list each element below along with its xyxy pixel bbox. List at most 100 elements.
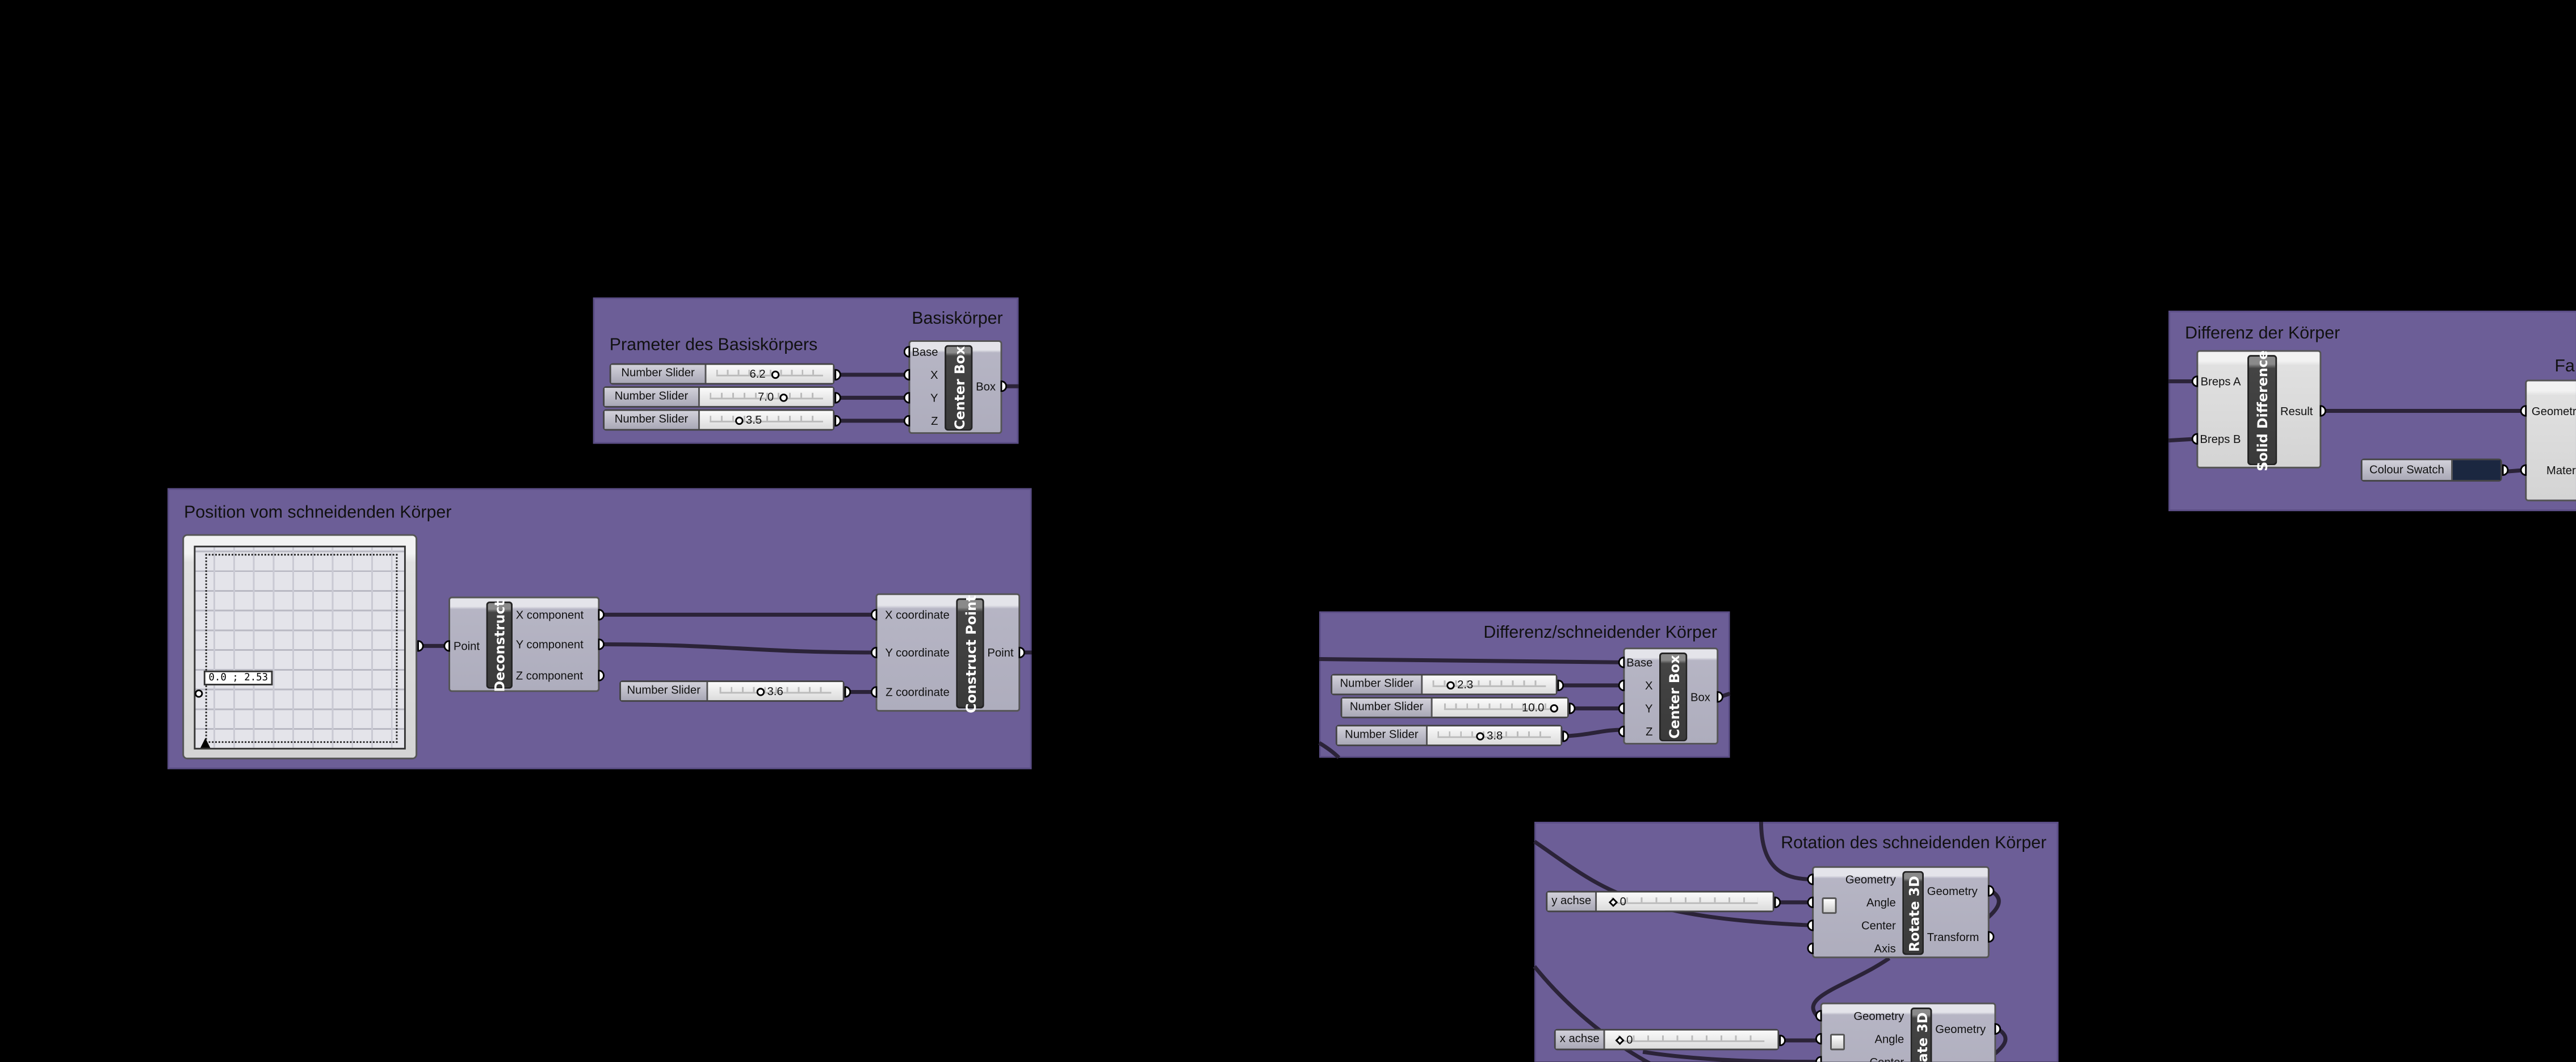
slider-track[interactable]: 0 [1605,1030,1778,1049]
input-port[interactable] [903,346,911,358]
component-name-bar[interactable]: Solid Difference [2247,350,2277,470]
md-slider-point[interactable] [194,689,203,698]
output-port[interactable] [1774,896,1781,908]
input-port[interactable] [1815,1010,1822,1022]
colour-swatch[interactable]: Colour Swatch [2360,458,2502,482]
output-port[interactable] [1568,701,1576,714]
slider-track[interactable]: 3.5 [699,411,833,429]
output-port[interactable] [1994,1023,2002,1035]
output-port[interactable] [834,391,841,403]
input-port[interactable] [2520,405,2527,417]
output-port[interactable] [417,640,424,652]
slider-knob[interactable] [1446,680,1455,689]
input-port[interactable] [1807,896,1814,908]
component-name-bar[interactable]: Rotate 3D [1910,1007,1932,1062]
input-port[interactable] [1815,1056,1822,1062]
component-name-bar[interactable]: Deconstruct [486,599,513,691]
output-port[interactable] [1557,679,1564,691]
slider-knob[interactable] [756,687,765,696]
slider-knob[interactable] [771,370,780,378]
input-port[interactable] [2191,375,2199,387]
input-port[interactable] [1618,679,1625,691]
slider-track[interactable]: 6.2 [706,365,833,383]
input-port[interactable] [443,640,450,652]
input-port[interactable] [2520,464,2527,476]
slider-knob[interactable] [1550,703,1559,712]
input-port[interactable] [1807,919,1814,931]
input-port[interactable] [1807,873,1814,885]
slider-track[interactable]: 3.6 [708,682,843,700]
output-port[interactable] [1000,380,1008,392]
component-rotate-3d[interactable]: Rotate 3DGeometryAngleCenterGeometry [1820,1002,1996,1062]
slider-track[interactable]: 7.0 [699,388,833,406]
input-port[interactable] [903,369,911,381]
output-port[interactable] [834,368,841,380]
input-port[interactable] [870,646,878,659]
input-port[interactable] [870,686,878,698]
slider-track[interactable]: 2.3 [1423,675,1556,694]
output-port[interactable] [1779,1034,1786,1046]
output-port[interactable] [1987,885,1995,897]
output-port[interactable] [598,670,605,681]
wire[interactable] [601,642,876,655]
wire[interactable] [1533,839,1813,927]
wire[interactable] [1811,956,1891,1017]
slider-track[interactable]: 10.0 [1432,698,1567,717]
input-port[interactable] [903,415,911,427]
output-port[interactable] [834,414,841,426]
wire[interactable] [1318,741,1341,759]
slider-knob[interactable] [779,392,788,402]
swatch-color[interactable] [2452,460,2501,480]
wire[interactable] [1319,657,1623,664]
slider-knob[interactable] [1476,731,1484,740]
output-port[interactable] [2502,464,2509,476]
output-port[interactable] [1987,931,1995,943]
output-port[interactable] [598,609,605,621]
wire[interactable] [1642,1050,1820,1062]
slider-track[interactable]: 3.8 [1427,726,1561,745]
output-port[interactable] [2319,405,2327,417]
input-port[interactable] [1618,657,1625,668]
input-port[interactable] [2191,433,2199,445]
wire[interactable] [1759,822,1813,881]
input-port[interactable] [1807,942,1814,955]
origin-arrow-icon [200,738,211,748]
input-port[interactable] [1618,725,1625,738]
output-port[interactable] [1717,691,1723,703]
component-name-bar[interactable]: Construct Point [956,594,984,712]
input-port[interactable] [1618,703,1625,714]
output-port[interactable] [844,685,851,697]
output-port[interactable] [1018,646,1025,659]
input-port[interactable] [1815,1032,1822,1045]
component-name-bar[interactable]: Rotate 3D [1902,871,1924,955]
output-port[interactable] [598,638,605,650]
input-port[interactable] [903,392,911,404]
md-slider[interactable]: 0.0 ; 2.53 [182,534,418,760]
input-port[interactable] [870,609,878,621]
slider-knob[interactable] [735,416,744,424]
md-slider-grid[interactable]: 0.0 ; 2.53 [194,545,406,750]
component-name-bar[interactable]: Center Box [945,345,973,431]
component-name-bar[interactable]: Center Box [1659,652,1688,742]
component-name: Solid Difference [2254,349,2271,471]
wire[interactable] [1562,727,1623,739]
slider-track[interactable]: 0 [1597,892,1773,911]
output-port[interactable] [1562,729,1569,742]
